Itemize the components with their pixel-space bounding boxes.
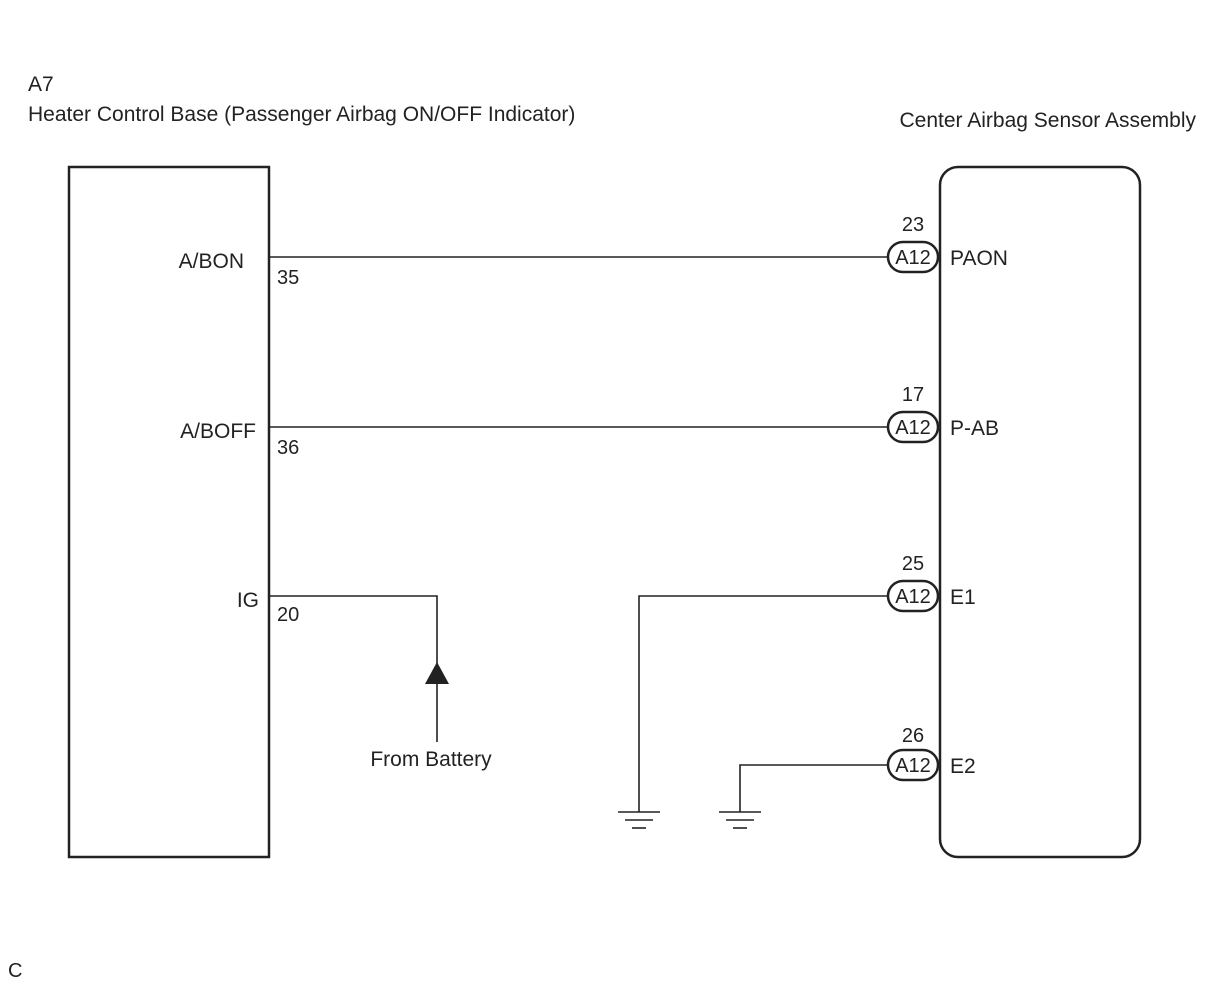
connector-a12	[886, 579, 940, 613]
wire-e2-ground	[739, 764, 888, 812]
left-component-code: A7	[28, 73, 54, 96]
terminal-label-paon: PAON	[950, 247, 1008, 270]
pin-number-35: 35	[277, 267, 299, 289]
left-component-name: Heater Control Base (Passenger Airbag ON…	[28, 103, 575, 126]
wire-e1-ground	[638, 595, 888, 812]
connector-code: A12	[895, 586, 931, 608]
terminal-label-e1: E1	[950, 586, 976, 609]
terminal-label-e2: E2	[950, 755, 976, 778]
heater-control-base-box	[67, 165, 271, 859]
pin-number-23: 23	[902, 214, 924, 236]
battery-label: From Battery	[370, 748, 492, 771]
connector-code: A12	[895, 755, 931, 777]
connector-a12	[886, 410, 940, 444]
battery-arrow-icon	[425, 662, 449, 684]
pin-number-36: 36	[277, 437, 299, 459]
ground-icon	[618, 811, 660, 829]
connector-a12	[886, 748, 940, 782]
connector-code: A12	[895, 417, 931, 439]
pin-number-25: 25	[902, 553, 924, 575]
terminal-label-pab: P-AB	[950, 417, 999, 440]
terminal-label-abon: A/BON	[179, 250, 244, 273]
pin-number-17: 17	[902, 384, 924, 406]
wire-ig-battery	[269, 595, 438, 684]
terminal-label-ig: IG	[237, 589, 259, 612]
connector-a12	[886, 240, 940, 274]
center-airbag-sensor-box	[938, 165, 1142, 859]
pin-number-20: 20	[277, 604, 299, 626]
right-component-name: Center Airbag Sensor Assembly	[900, 109, 1197, 132]
connector-code: A12	[895, 247, 931, 269]
ground-icon	[719, 811, 761, 829]
pin-number-26: 26	[902, 725, 924, 747]
footer-code: C	[8, 960, 22, 982]
terminal-label-aboff: A/BOFF	[180, 420, 256, 443]
